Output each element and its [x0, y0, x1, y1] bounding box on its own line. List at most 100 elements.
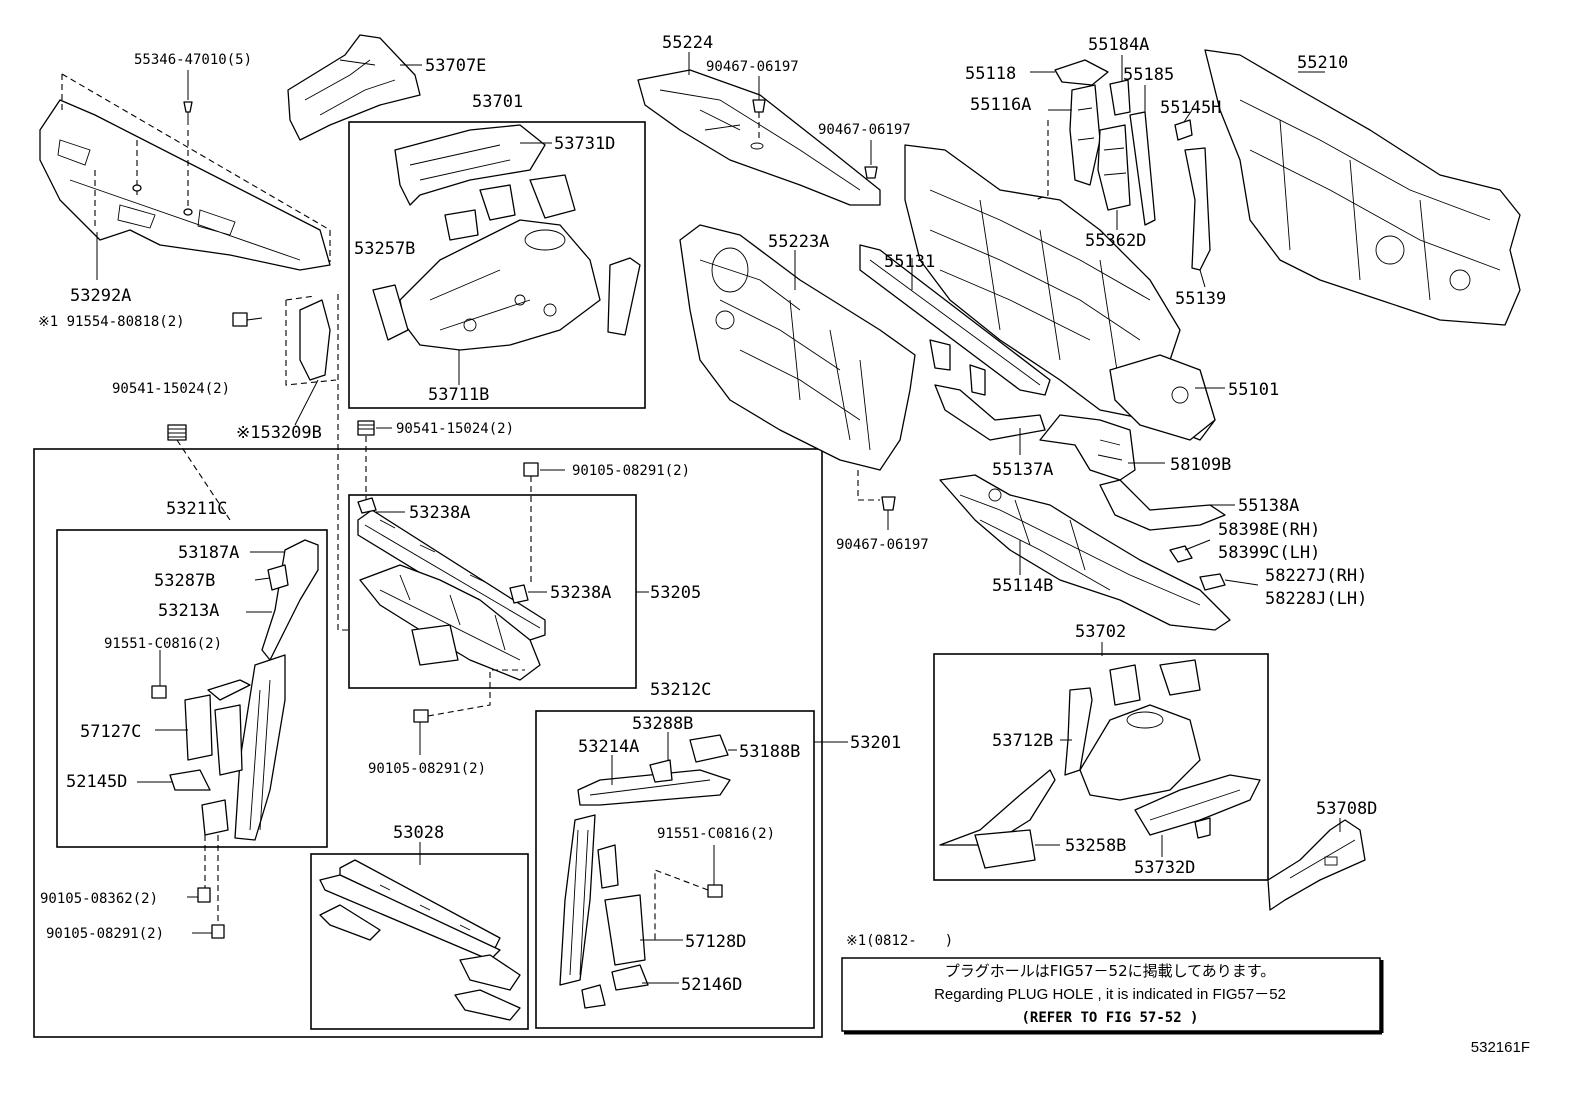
label-90467c: 90467-06197 — [836, 537, 929, 553]
part-55114b — [939, 474, 1231, 631]
label-53211c: 53211C — [166, 499, 227, 519]
part-53711b — [372, 219, 641, 385]
label-53187a: 53187A — [178, 543, 239, 563]
label-55185: 55185 — [1123, 65, 1174, 85]
label-58227j: 58227J(RH) — [1265, 566, 1367, 586]
note-japanese: プラグホールはFIG57－52に掲載してあります。 — [945, 962, 1275, 980]
label-53711b: 53711B — [428, 385, 489, 405]
note-box — [841, 957, 1381, 1032]
part-55101 — [904, 120, 1225, 441]
label-55346: 55346-47010(5) — [134, 52, 252, 68]
part-53702-assembly — [939, 642, 1261, 869]
label-58398e: 58398E(RH) — [1218, 520, 1320, 540]
label-53707e: 53707E — [425, 56, 486, 76]
part-53731d — [394, 124, 576, 241]
part-55138a — [1099, 479, 1235, 531]
label-58399c: 58399C(LH) — [1218, 543, 1320, 563]
label-90541a: 90541-15024(2) — [112, 381, 230, 397]
label-53201: 53201 — [850, 733, 901, 753]
note-marker: ※1(0812- ) — [846, 933, 953, 949]
label-53209b: ※153209B — [236, 423, 322, 443]
label-53238a-mid: 53238A — [550, 583, 611, 603]
nut-90541a — [167, 424, 231, 521]
label-53188b: 53188B — [739, 742, 800, 762]
bolt-90105d — [192, 835, 225, 939]
label-90467b: 90467-06197 — [818, 122, 911, 138]
bolt-90467b — [864, 140, 878, 179]
label-53238a-top: 53238A — [409, 503, 470, 523]
label-55362d: 55362D — [1085, 231, 1146, 251]
label-53701: 53701 — [472, 92, 523, 112]
label-91551a: 91551-C0816(2) — [104, 636, 222, 652]
part-55185 — [1129, 85, 1156, 226]
label-53287b: 53287B — [154, 571, 215, 591]
label-55114b: 55114B — [992, 576, 1053, 596]
note-english: Regarding PLUG HOLE , it is indicated in… — [934, 986, 1286, 1003]
label-90541b: 90541-15024(2) — [396, 421, 514, 437]
label-91554: ※1 91554-80818(2) — [38, 314, 185, 330]
note-reference: (REFER TO FIG 57-52 ) — [1021, 1010, 1198, 1026]
part-55116a — [1048, 84, 1101, 186]
part-55145h — [1174, 109, 1193, 141]
label-55116a: 55116A — [970, 95, 1031, 115]
part-53292a-cover — [39, 73, 331, 280]
label-53732d: 53732D — [1134, 858, 1195, 878]
label-53205: 53205 — [650, 583, 701, 603]
label-55210: 55210 — [1297, 53, 1348, 73]
label-53702: 53702 — [1075, 622, 1126, 642]
box-53702 — [933, 653, 1269, 881]
label-53214a: 53214A — [578, 737, 639, 757]
label-53292a: 53292A — [70, 286, 131, 306]
part-55118 — [1030, 59, 1109, 86]
box-53701 — [348, 121, 646, 409]
part-55139 — [1184, 147, 1211, 288]
label-53708d: 53708D — [1316, 799, 1377, 819]
part-55223a — [679, 224, 916, 501]
label-55139: 55139 — [1175, 289, 1226, 309]
label-53288b: 53288B — [632, 714, 693, 734]
bolt-90105c — [187, 835, 211, 903]
part-55137a — [934, 384, 1046, 455]
part-58227j-clip — [1199, 573, 1259, 591]
label-53028: 53028 — [393, 823, 444, 843]
figure-id: 532161F — [1471, 1039, 1530, 1056]
label-55137a: 55137A — [992, 460, 1053, 480]
part-53707e — [287, 34, 422, 141]
part-55131 — [859, 244, 1051, 396]
bolt-91554 — [232, 312, 263, 327]
label-55101: 55101 — [1228, 380, 1279, 400]
box-53211c — [56, 529, 328, 848]
part-53212c-assembly — [559, 732, 848, 1009]
part-58398e-clip — [1169, 539, 1211, 563]
bolt-55346 — [183, 70, 193, 125]
label-58228j: 58228J(LH) — [1265, 589, 1367, 609]
label-57128d: 57128D — [685, 932, 746, 952]
label-90105d: 90105-08291(2) — [46, 926, 164, 942]
part-53205-member — [357, 497, 649, 681]
part-53708d — [1267, 818, 1366, 911]
label-55223a: 55223A — [768, 232, 829, 252]
bolt-90467c — [881, 496, 896, 530]
part-55184a — [1109, 55, 1131, 116]
label-55131: 55131 — [884, 252, 935, 272]
part-53209b — [285, 294, 350, 631]
label-55145h: 55145H — [1160, 98, 1221, 118]
bolt-90467a — [752, 76, 766, 142]
box-53212c — [535, 710, 815, 1029]
label-55118: 55118 — [965, 64, 1016, 84]
label-53258b: 53258B — [1065, 836, 1126, 856]
part-53028-assembly — [319, 842, 521, 1021]
label-90105c: 90105-08362(2) — [40, 891, 158, 907]
label-53731d: 53731D — [554, 134, 615, 154]
label-55138a: 55138A — [1238, 496, 1299, 516]
label-53257b: 53257B — [354, 239, 415, 259]
label-90105a: 90105-08291(2) — [572, 463, 690, 479]
part-58109b — [1039, 414, 1165, 481]
label-58109b: 58109B — [1170, 455, 1231, 475]
bolt-90105a — [523, 462, 565, 585]
part-53211c-assembly — [137, 539, 319, 841]
nut-90541b — [357, 420, 392, 505]
part-55362d — [1097, 124, 1131, 230]
label-90105b: 90105-08291(2) — [368, 761, 486, 777]
